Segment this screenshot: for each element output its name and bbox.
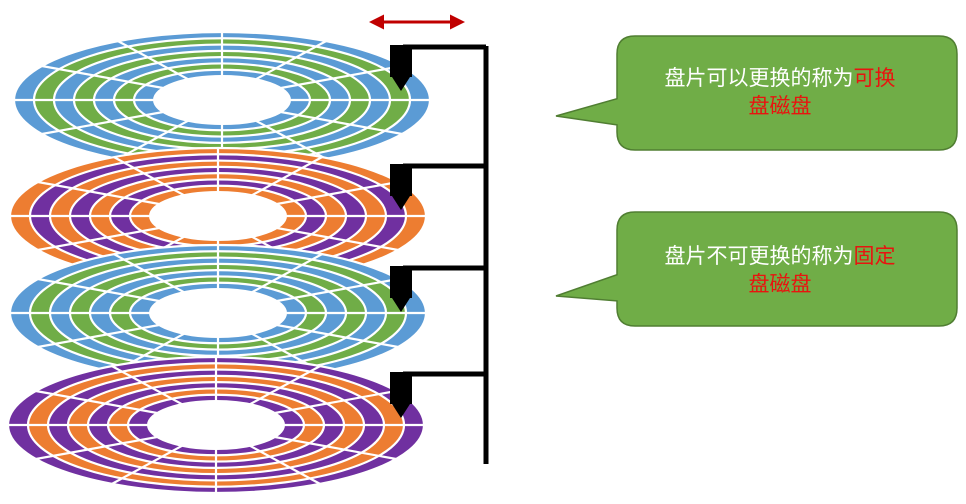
actuator-arm-assembly [390, 44, 489, 464]
platter-sector-line [255, 40, 327, 81]
platter-spindle-hole [149, 288, 287, 338]
platter-sector-line [249, 365, 321, 406]
read-write-head [390, 372, 412, 404]
platter-sector-line [111, 444, 183, 485]
read-write-head [390, 266, 412, 298]
read-write-head [390, 45, 412, 77]
platter-sector-line [113, 156, 185, 197]
platter-sector-line [280, 64, 403, 90]
head-arm-4 [390, 371, 486, 418]
platter-sector-line [274, 389, 397, 415]
callout-fixed-text: 盘片不可更换的称为固定 盘磁盘 [615, 242, 945, 298]
platter-sector-line [276, 323, 399, 349]
head-arm-3 [390, 265, 486, 312]
platter-sector-line [35, 435, 158, 461]
callout-removable-line-2: 盘磁盘 [748, 94, 812, 118]
callout-removable-highlight: 可换 [853, 66, 896, 90]
platter-sector-line [37, 180, 160, 206]
platter-sector-line [41, 110, 164, 136]
callout-fixed-line-2: 盘磁盘 [748, 272, 812, 296]
read-write-head [390, 164, 412, 196]
platter-sector-line [37, 323, 160, 349]
platter-sector-line [274, 435, 397, 461]
head-arm-1 [390, 44, 486, 91]
platter-4 [6, 355, 426, 495]
head-arm-2 [390, 163, 486, 210]
read-write-head-tip [392, 196, 410, 210]
read-write-head-tip [392, 77, 410, 91]
platter-spindle-hole [149, 191, 287, 241]
callout-removable-bubble [555, 35, 958, 151]
platter-sector-line [276, 226, 399, 252]
platter-stack [6, 30, 432, 495]
platter-sector-line [255, 119, 327, 160]
callout-fixed-plain: 盘片不可更换的称为 [664, 244, 854, 268]
callout-removable-line-1: 盘片可以更换的称为可换 [615, 64, 945, 92]
platter-sector-line [276, 277, 399, 303]
platter-sector-line [249, 444, 321, 485]
callout-fixed-highlight: 固定 [853, 244, 896, 268]
callout-removable-plain: 盘片可以更换的称为 [664, 66, 854, 90]
platter-sector-line [37, 277, 160, 303]
platter-sector-line [113, 253, 185, 294]
platter-sector-line [41, 64, 164, 90]
platter-sector-line [111, 365, 183, 406]
platter-sector-line [276, 180, 399, 206]
platter-spindle-hole [147, 400, 285, 450]
platter-sector-line [251, 156, 323, 197]
platter-sector-line [35, 389, 158, 415]
read-write-head-tip [392, 404, 410, 418]
platter-sector-line [117, 40, 189, 81]
platter-3 [8, 243, 428, 383]
callout-removable-text: 盘片可以更换的称为可换 盘磁盘 [615, 64, 945, 120]
platter-sector-line [37, 226, 160, 252]
platter-sector-line [117, 119, 189, 160]
platter-sector-line [251, 253, 323, 294]
callout-fixed-bubble [555, 211, 958, 327]
platter-spindle-hole [153, 75, 291, 125]
callout-bubbles [555, 35, 958, 327]
callout-fixed-line-1: 盘片不可更换的称为固定 [615, 242, 945, 270]
read-write-head-tip [392, 298, 410, 312]
platter-1 [12, 30, 432, 170]
platter-sector-line [280, 110, 403, 136]
